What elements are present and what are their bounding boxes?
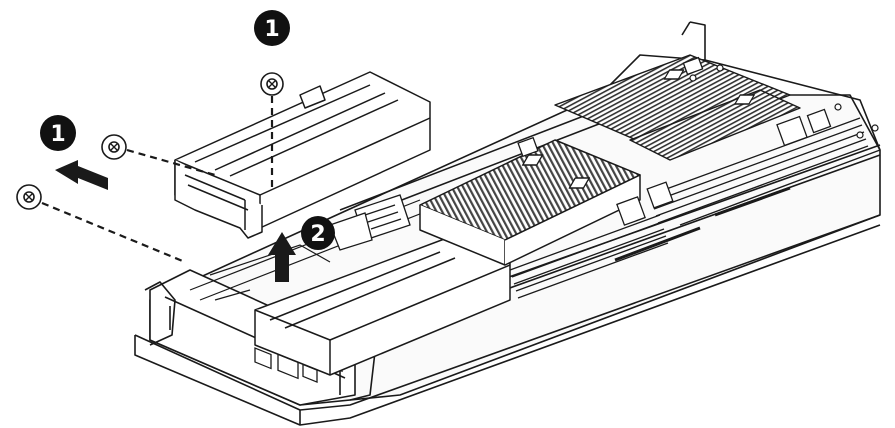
step-badge-2: 2 <box>301 216 335 250</box>
dimm-latches <box>517 56 832 226</box>
screw-icon <box>16 184 42 210</box>
cpu-heatsink-rear <box>554 54 801 161</box>
arrow-left-icon <box>55 160 108 190</box>
arrow-up-icon <box>268 232 296 282</box>
step-badge-label: 1 <box>50 122 65 147</box>
dimm-slots <box>509 117 881 299</box>
step-badge-label: 2 <box>310 222 325 247</box>
screw-guide-lines <box>41 96 274 264</box>
step-badge-1-left: 1 <box>40 115 76 151</box>
screw-icon <box>101 134 127 160</box>
connector-block <box>329 194 411 251</box>
step-badge-1-top: 1 <box>254 10 290 46</box>
step-badge-label: 1 <box>264 17 279 42</box>
tray-screw-holes <box>689 64 879 139</box>
riser-slot-housing <box>254 234 511 376</box>
screw-icon <box>260 72 284 96</box>
riser-card-module <box>174 71 431 239</box>
cpu-heatsink-main <box>419 139 641 266</box>
